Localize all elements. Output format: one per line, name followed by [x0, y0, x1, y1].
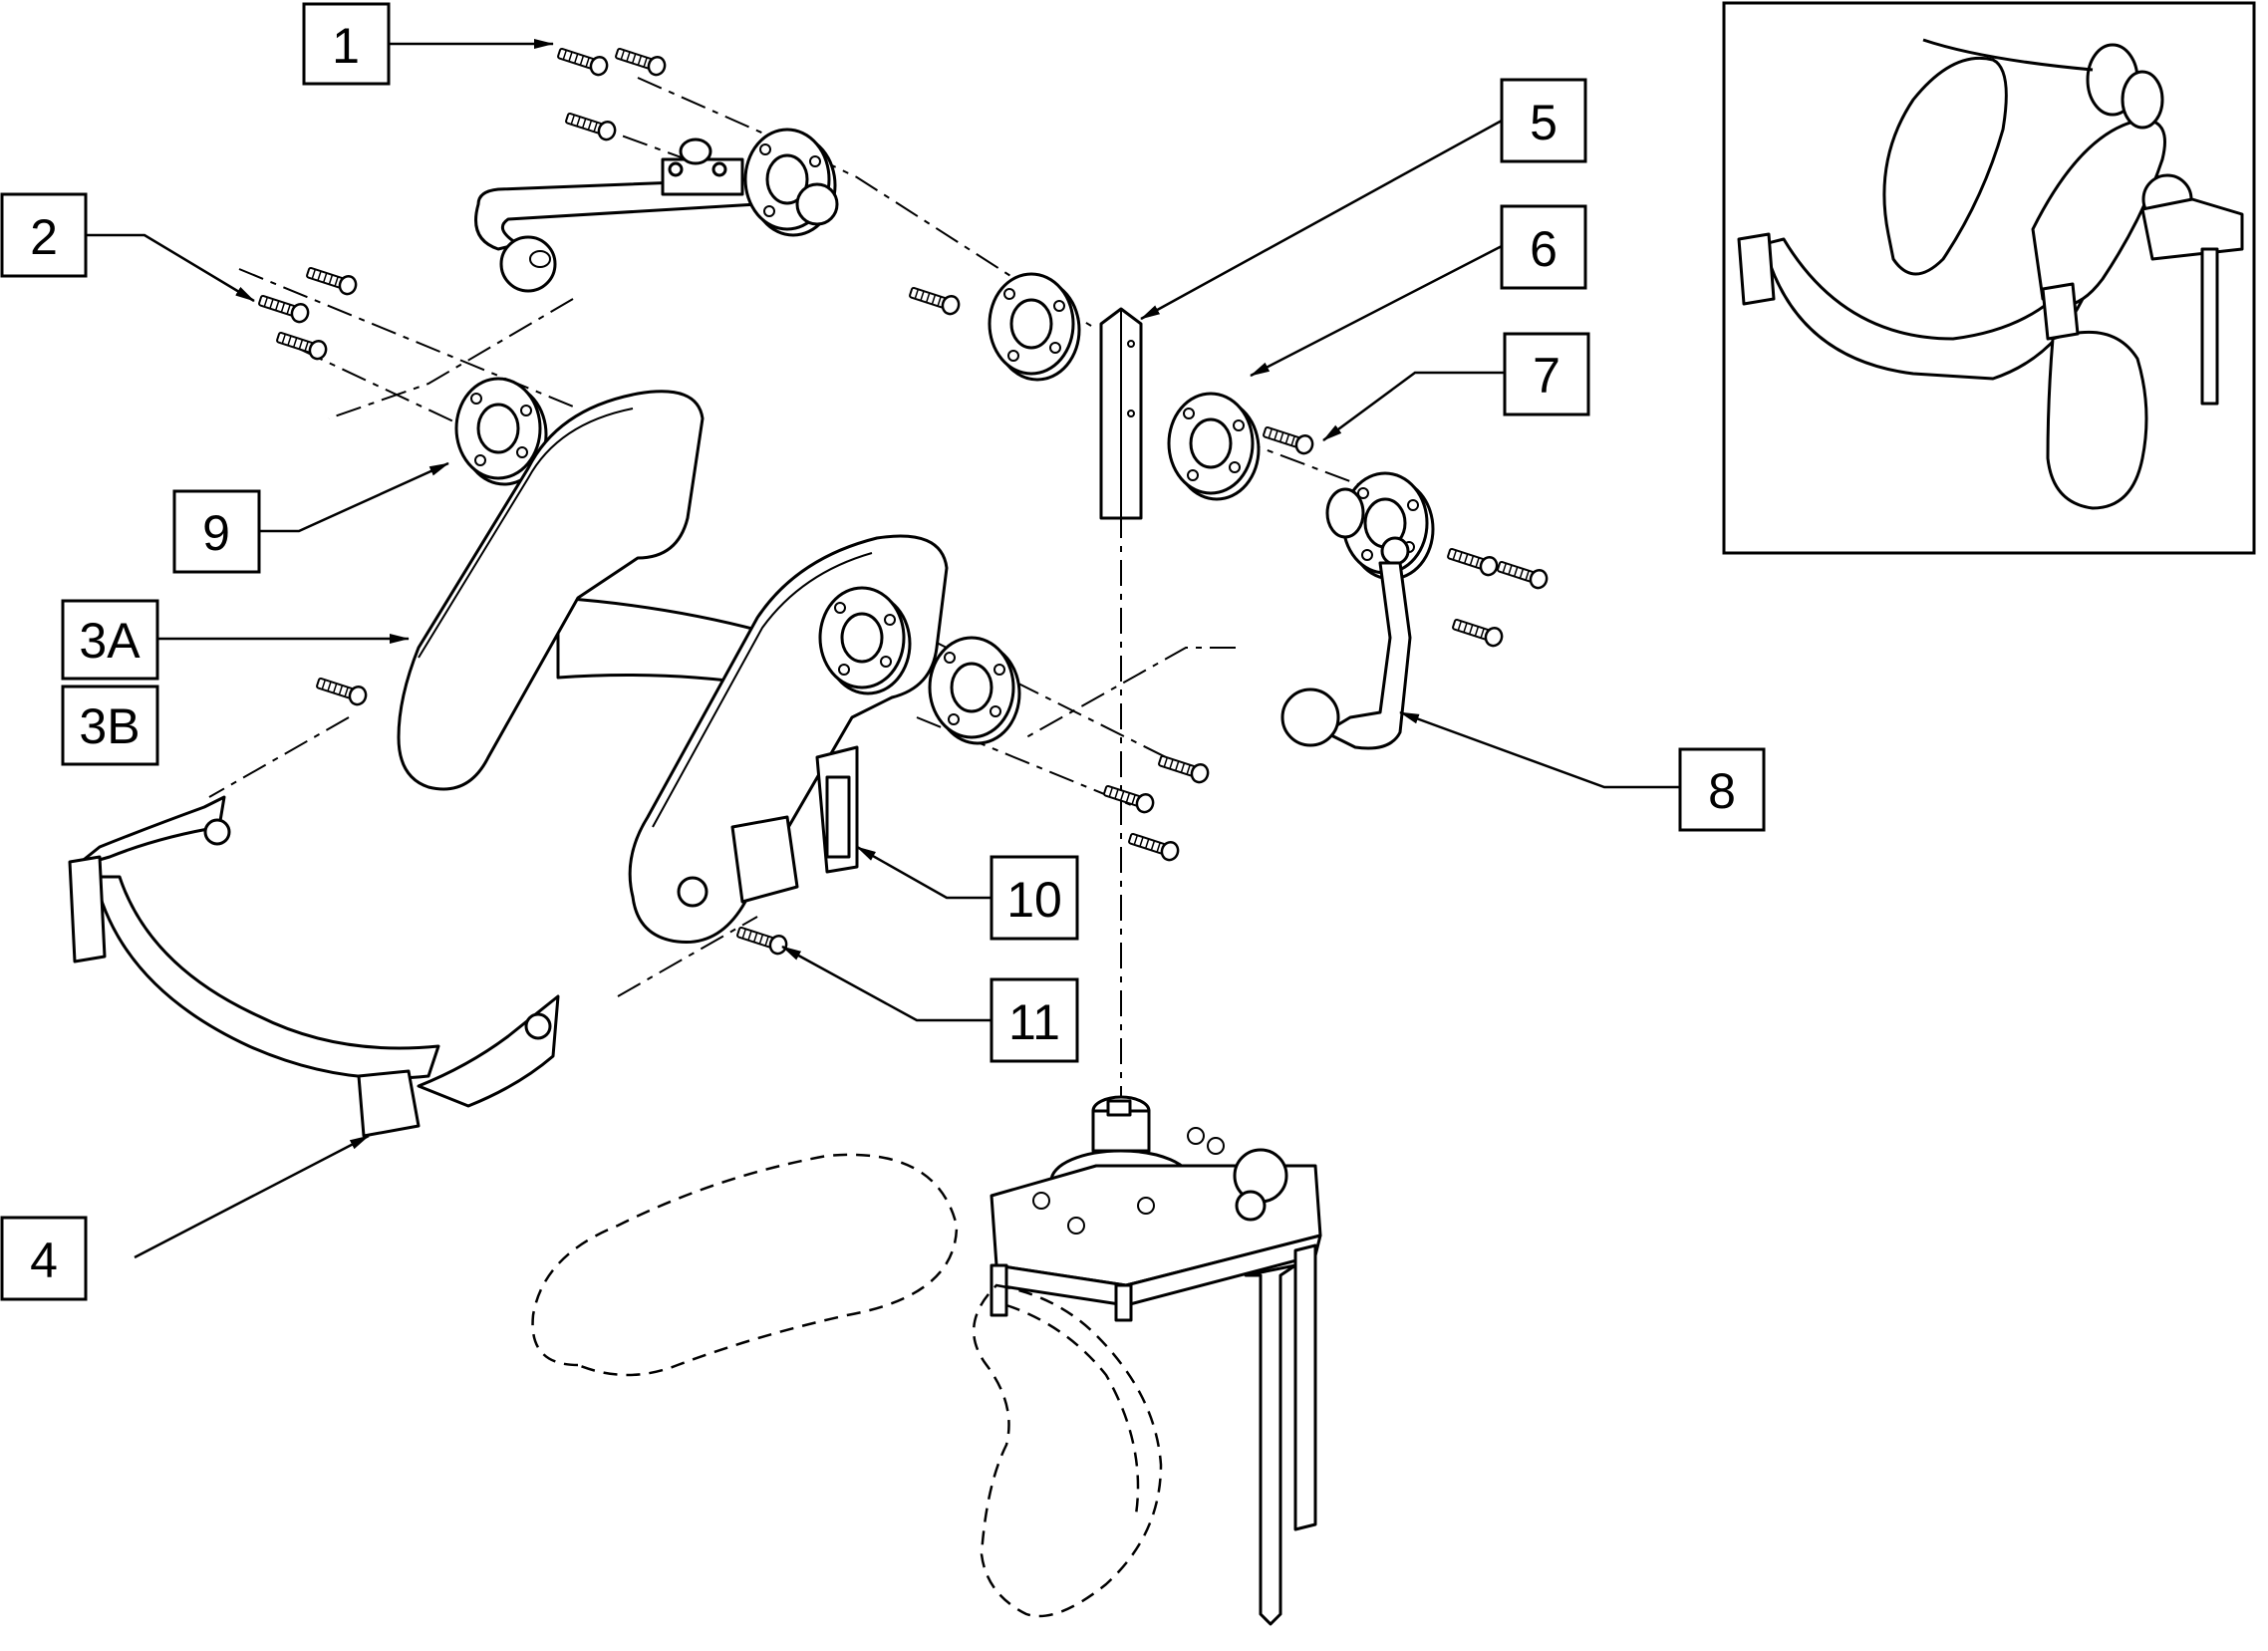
upper-swing-arm [474, 43, 839, 293]
callout-10: 10 [990, 855, 1079, 941]
callout-5: 5 [1500, 78, 1587, 163]
callout-label-3b: 3B [79, 698, 140, 754]
callout-3b: 3B [61, 685, 159, 766]
callout-2: 2 [0, 192, 88, 278]
callout-3a: 3A [61, 599, 159, 681]
callout-label-7: 7 [1533, 348, 1560, 404]
callout-1: 1 [302, 2, 391, 86]
lower-swing-arm [1280, 471, 1551, 750]
callout-4: 4 [0, 1216, 88, 1301]
head-strap [68, 795, 560, 1138]
callout-label-4: 4 [30, 1233, 58, 1288]
base-mount [990, 1095, 1322, 1626]
callout-9: 9 [172, 489, 261, 574]
right-spacer-disc [1167, 392, 1316, 501]
callout-6: 6 [1500, 204, 1587, 290]
square-shaft [1099, 307, 1143, 520]
middle-spacer-disc [907, 272, 1081, 382]
callout-label-2: 2 [30, 209, 58, 265]
callout-8: 8 [1678, 747, 1766, 832]
callout-label-11: 11 [1008, 994, 1060, 1050]
headrest-pads [314, 390, 1212, 958]
callout-leaders [86, 39, 1680, 1259]
callout-11: 11 [990, 977, 1079, 1063]
callout-label-3a: 3A [79, 613, 141, 669]
callout-label-9: 9 [202, 505, 230, 561]
callout-label-5: 5 [1530, 95, 1558, 150]
callout-label-1: 1 [332, 18, 360, 74]
callout-label-10: 10 [1006, 872, 1062, 928]
assembled-view-inset [1722, 1, 2256, 555]
callout-label-8: 8 [1708, 763, 1736, 819]
callout-label-6: 6 [1530, 221, 1558, 277]
phantom-headrest [531, 1153, 1163, 1618]
left-hub-assembly [256, 262, 548, 486]
callout-7: 7 [1503, 332, 1590, 416]
